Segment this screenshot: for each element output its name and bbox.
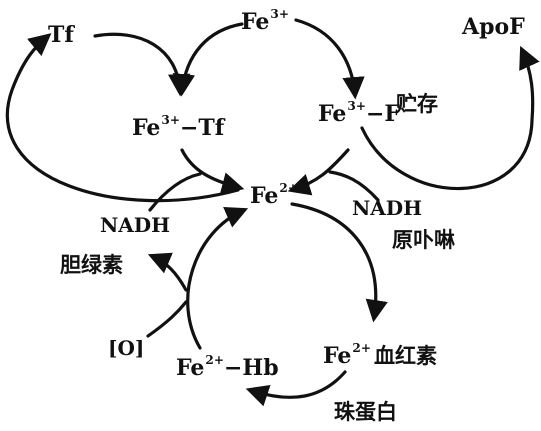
arc-fe3tf-to-fe2 <box>180 148 245 195</box>
arc-to-biliverdin <box>147 252 188 292</box>
label-fe3-f: Fe3+−F <box>318 99 401 127</box>
label-heme: 血红素 <box>374 344 437 368</box>
arc-fe2-to-heme <box>290 202 388 323</box>
arc-fe3f-to-apof <box>360 45 540 191</box>
label-fe2-heme: Fe2+ <box>323 341 371 369</box>
label-fe2-center: Fe2+ <box>250 181 298 209</box>
arc-fe3f-to-fe2 <box>287 148 350 196</box>
arc-fe3-to-fe3f <box>294 18 365 100</box>
arc-heme-to-hb <box>245 370 347 407</box>
label-fe3-tf: Fe3+−Tf <box>132 113 225 141</box>
arc-nadh-left <box>148 172 202 212</box>
arc-fe3-to-fe3tf <box>172 22 244 97</box>
label-storage: 贮存 <box>396 92 438 116</box>
label-protoporphyrin: 原卟啉 <box>392 228 455 252</box>
arc-tf-to-fe3tf <box>93 32 191 97</box>
label-nadh-left: NADH <box>100 213 171 237</box>
label-apof: ApoF <box>462 14 525 40</box>
label-tf: Tf <box>48 22 74 48</box>
arc-hb-to-fe2 <box>186 206 249 350</box>
arc-oxygen <box>146 300 188 338</box>
label-fe2-hb: Fe2+−Hb <box>176 353 279 381</box>
label-nadh-right: NADH <box>352 196 423 220</box>
label-globin: 珠蛋白 <box>334 400 397 424</box>
label-biliverdin: 胆绿素 <box>60 253 123 277</box>
label-oxygen: [O] <box>108 336 145 360</box>
label-fe3-top: Fe3+ <box>241 7 289 35</box>
arc-nadh-right <box>328 170 380 202</box>
